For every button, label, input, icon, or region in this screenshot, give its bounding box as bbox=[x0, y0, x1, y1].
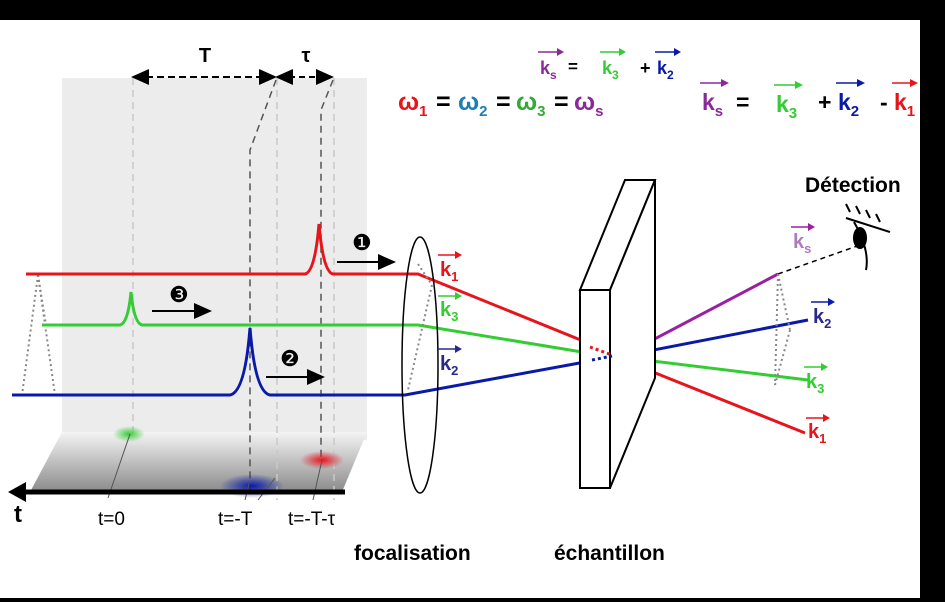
wavevector-equation-large: ks = k3 + k2 - k1 bbox=[700, 79, 918, 122]
input-beam-cone bbox=[21, 274, 56, 396]
svg-text:k2: k2 bbox=[813, 306, 831, 331]
svg-text:k2: k2 bbox=[838, 89, 859, 120]
svg-text:-: - bbox=[880, 89, 888, 115]
detection-label: Détection bbox=[805, 174, 901, 197]
svg-text:k1: k1 bbox=[808, 421, 826, 446]
eye-icon bbox=[845, 203, 891, 271]
timing-guides bbox=[132, 78, 335, 500]
tau-label: τ bbox=[302, 45, 311, 67]
svg-text:=: = bbox=[436, 88, 451, 116]
svg-text:ks: ks bbox=[793, 231, 811, 256]
step-one-marker: ❶ bbox=[352, 230, 372, 255]
svg-text:=: = bbox=[496, 88, 511, 116]
svg-text:=: = bbox=[568, 57, 578, 76]
pulse-dashed-guides bbox=[249, 79, 334, 494]
svg-text:ωs: ωs bbox=[574, 88, 603, 120]
beam-label-k2-input: k2 bbox=[438, 345, 462, 378]
beam-label-k3-output: k3 bbox=[804, 363, 828, 396]
lens-cone bbox=[407, 263, 433, 391]
svg-text:k3: k3 bbox=[776, 91, 797, 122]
time-axis-arrowhead bbox=[8, 482, 26, 502]
svg-text:ω3: ω3 bbox=[516, 88, 545, 120]
beam-k2-input bbox=[12, 327, 586, 397]
beam-label-k1-input: k1 bbox=[438, 251, 462, 284]
svg-text:k3: k3 bbox=[440, 299, 458, 324]
svg-text:ω2: ω2 bbox=[458, 88, 487, 120]
wavevector-equation-small: ks = k3 + k2 bbox=[538, 48, 681, 82]
svg-text:k3: k3 bbox=[806, 371, 824, 396]
svg-text:=: = bbox=[554, 88, 569, 116]
svg-text:ω1: ω1 bbox=[398, 88, 427, 120]
beam-k3-output bbox=[627, 356, 809, 382]
beam-label-k2-output: k2 bbox=[811, 298, 835, 331]
step-three-marker: ❸ bbox=[169, 282, 189, 307]
svg-text:+: + bbox=[818, 89, 831, 115]
output-beam-cone bbox=[774, 273, 791, 386]
beam-label-k3-input: k3 bbox=[438, 292, 462, 324]
beam-k1-output bbox=[627, 360, 806, 435]
signal-dashed-line bbox=[777, 244, 861, 275]
step-two-marker: ❷ bbox=[280, 346, 300, 371]
frequency-equation: ω1 = ω2 = ω3 = ωs bbox=[398, 88, 603, 120]
svg-text:ks: ks bbox=[702, 89, 723, 120]
green-pulse-spot bbox=[113, 426, 145, 442]
time-axis-label: t bbox=[14, 501, 22, 528]
svg-text:+: + bbox=[640, 58, 651, 78]
beam-k1-input bbox=[26, 223, 589, 345]
echantillon-label: échantillon bbox=[554, 542, 665, 565]
svg-text:k2: k2 bbox=[657, 58, 674, 82]
time-minus-T-tau-label: t=-T-τ bbox=[288, 509, 336, 530]
svg-text:ks: ks bbox=[540, 58, 557, 82]
focalisation-label: focalisation bbox=[354, 542, 471, 565]
time-minus-T-label: t=-T bbox=[218, 509, 253, 530]
svg-text:k1: k1 bbox=[894, 89, 915, 120]
beam-label-ks-output: ks bbox=[791, 223, 815, 256]
svg-text:=: = bbox=[736, 89, 749, 115]
sample-slab bbox=[578, 179, 657, 489]
time-zero-label: t=0 bbox=[98, 509, 125, 530]
T-label: T bbox=[199, 45, 211, 67]
beam-label-k1-output: k1 bbox=[806, 414, 830, 446]
beam-k2-output bbox=[627, 318, 809, 357]
svg-text:k1: k1 bbox=[440, 259, 458, 284]
svg-text:k3: k3 bbox=[602, 58, 619, 82]
beam-k3-input bbox=[42, 291, 589, 355]
time-floor bbox=[30, 432, 367, 492]
focusing-lens bbox=[401, 236, 439, 494]
beams-over-slab bbox=[589, 345, 613, 362]
svg-text:k2: k2 bbox=[440, 353, 458, 378]
